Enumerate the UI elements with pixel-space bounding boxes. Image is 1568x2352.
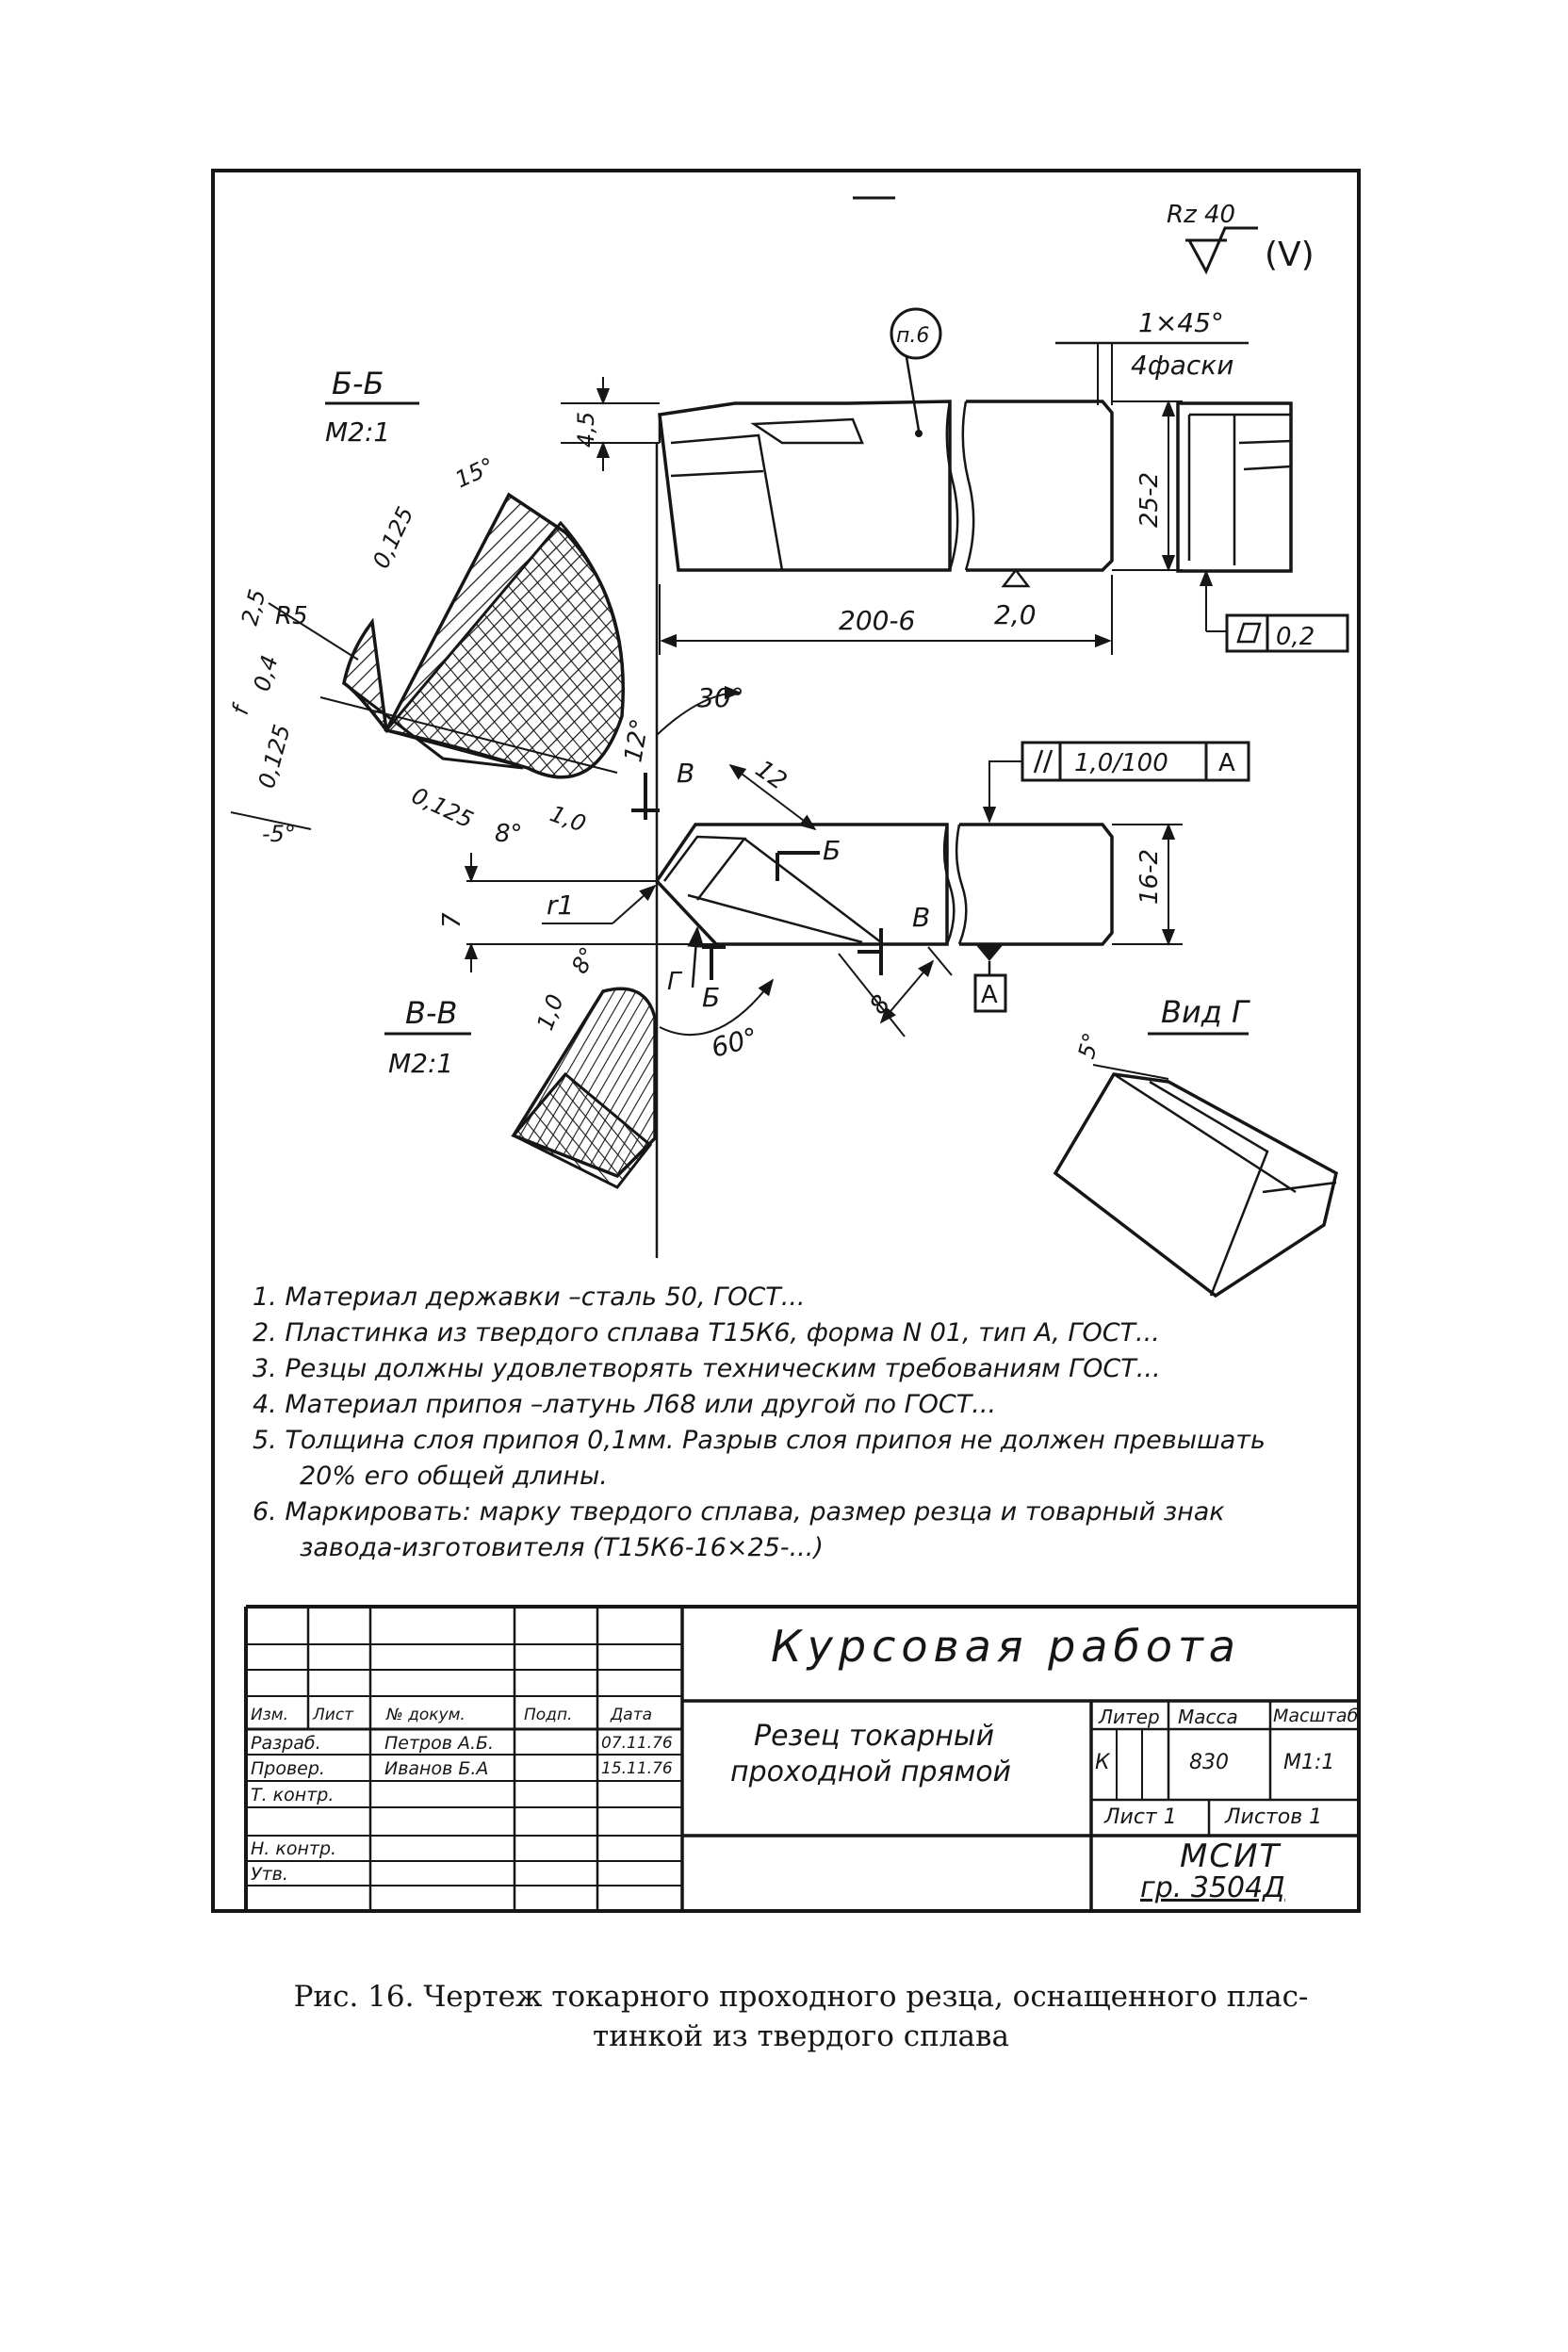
note-5: 5. Толщина слоя припоя 0,1мм. Разрыв сло… — [253, 1426, 1266, 1455]
row-date-0: 07.11.76 — [601, 1734, 673, 1753]
note-6-cont: завода-изготовителя (Т15К6-16×25-...) — [300, 1533, 824, 1562]
hdr-doc: № докум. — [386, 1706, 466, 1724]
dim-200: 200-6 — [839, 605, 915, 636]
tool-end-view — [1176, 401, 1293, 573]
note-2: 2. Пластинка из твердого сплава Т15К6, ф… — [253, 1318, 1160, 1348]
dim-16: 16-2 — [1135, 849, 1164, 905]
hdr-sign: Подп. — [524, 1706, 573, 1724]
row-role-1: Провер. — [251, 1758, 325, 1779]
caption-line-2: тинкой из твердого сплава — [593, 2019, 1009, 2053]
hdr-date: Дата — [611, 1706, 653, 1724]
angle-30: 30° — [697, 682, 744, 713]
cut-b-bottom: В — [912, 902, 930, 933]
parallelism-icon — [1033, 749, 1054, 774]
callout-p6-circle — [890, 307, 942, 360]
mass-label: Масса — [1178, 1706, 1238, 1728]
course-title: Курсовая работа — [771, 1621, 1241, 1672]
view-g-5deg: 5° — [1073, 1030, 1105, 1062]
flatness-value: 0,2 — [1276, 623, 1315, 651]
dim-4-5: 4,5 — [573, 412, 599, 448]
sheets-total: Листов 1 — [1225, 1805, 1323, 1829]
chamfer-note: 4фаски — [1131, 350, 1233, 381]
view-g-shape — [1053, 1072, 1339, 1298]
section-bb-scale: М2:1 — [325, 416, 390, 448]
sec-bb-1-0: 1,0 — [547, 800, 589, 837]
drawing-frame — [211, 169, 1361, 1913]
row-role-0: Разраб. — [251, 1733, 321, 1754]
sec-bb-f: f — [227, 700, 255, 718]
hdr-izm: Изм. — [251, 1706, 288, 1724]
part-name-1: Резец токарный — [754, 1720, 995, 1753]
hdr-list: Лист — [313, 1706, 354, 1724]
sec-bb-2-5: 2,5 — [237, 586, 271, 628]
row-role-4: Утв. — [251, 1864, 288, 1885]
surface-finish-symbol — [1185, 226, 1258, 275]
cut-b-top: В — [677, 758, 694, 789]
sec-bb-0125a: 0,125 — [368, 502, 418, 572]
figure-caption: Рис. 16. Чертеж токарного проходного рез… — [217, 1977, 1385, 2056]
note-1: 1. Материал державки –сталь 50, ГОСТ... — [253, 1282, 806, 1312]
chamfer-size: 1×45° — [1138, 307, 1224, 338]
row-name-0: Петров А.Б. — [384, 1733, 495, 1754]
parallelism-datum: A — [1218, 749, 1235, 777]
technical-notes: 1. Материал державки –сталь 50, ГОСТ... … — [253, 1280, 1355, 1566]
datum-a-label: A — [981, 981, 998, 1009]
dim-7: 7 — [438, 912, 466, 928]
note-6: 6. Маркировать: марку твердого сплава, р… — [253, 1497, 1225, 1527]
section-vv-label: В-В — [405, 995, 457, 1031]
mass-value: 830 — [1189, 1751, 1229, 1774]
sheet-number: Лист 1 — [1104, 1805, 1177, 1829]
section-vv-shape — [511, 987, 657, 1189]
section-bb-shape — [342, 492, 625, 779]
group-name: гр. 3504Д — [1140, 1871, 1285, 1904]
dim-8: 8 — [864, 990, 896, 1021]
caption-line-1: Рис. 16. Чертеж токарного проходного рез… — [293, 1980, 1309, 2014]
sec-vv-1-0: 1,0 — [531, 991, 568, 1034]
dim-2-0: 2,0 — [994, 599, 1037, 630]
callout-p6: п.6 — [896, 324, 929, 348]
cut-bb-top: Б — [823, 835, 841, 866]
sec-bb-0125c: 0,125 — [407, 782, 477, 833]
section-bb-label: Б-Б — [332, 366, 384, 401]
scale-label: Масштаб — [1273, 1706, 1359, 1726]
note-5-cont: 20% его общей длины. — [300, 1462, 608, 1491]
sec-vv-8: 8° — [566, 942, 602, 978]
liter-value: К — [1095, 1751, 1110, 1774]
surface-finish-general: (V) — [1265, 236, 1315, 274]
section-vv-scale: М2:1 — [388, 1048, 453, 1079]
surface-finish-param: Rz 40 — [1167, 201, 1235, 229]
tool-side-view — [658, 400, 1114, 572]
angle-60: 60° — [708, 1021, 760, 1064]
arrow-g: Г — [667, 968, 683, 996]
row-date-1: 15.11.76 — [601, 1759, 673, 1778]
parallelism-value: 1,0/100 — [1074, 749, 1168, 777]
flatness-frame — [1225, 613, 1349, 653]
row-role-2: Т. контр. — [251, 1785, 335, 1805]
sec-bb-0-4: 0,4 — [249, 652, 284, 694]
org-name: МСИТ — [1180, 1838, 1282, 1875]
note-3: 3. Резцы должны удовлетворять технически… — [253, 1354, 1161, 1383]
dim-r1: r1 — [547, 890, 574, 921]
dim-12: 12 — [750, 755, 792, 796]
sec-bb-15: 15° — [451, 452, 498, 493]
sec-bb-12: 12° — [619, 717, 655, 765]
liter-label: Литер — [1099, 1706, 1160, 1728]
datum-a-box — [973, 973, 1007, 1013]
tool-plan-view — [654, 823, 1114, 946]
title-block-grid — [244, 1605, 1359, 1911]
dim-25: 25-2 — [1135, 472, 1164, 528]
part-name-2: проходной прямой — [730, 1756, 1012, 1788]
cut-bb-bottom: Б — [702, 982, 720, 1013]
view-g-label: Вид Г — [1161, 994, 1250, 1030]
flatness-icon — [1236, 622, 1262, 644]
note-4: 4. Материал припоя –латунь Л68 или друго… — [253, 1390, 997, 1419]
sec-bb-8: 8° — [495, 820, 523, 848]
sec-bb-R5: R5 — [275, 602, 308, 630]
row-role-3: Н. контр. — [251, 1838, 337, 1859]
scale-value: М1:1 — [1283, 1751, 1335, 1774]
sec-bb-0125b: 0,125 — [253, 722, 296, 792]
row-name-1: Иванов Б.А — [384, 1758, 489, 1779]
